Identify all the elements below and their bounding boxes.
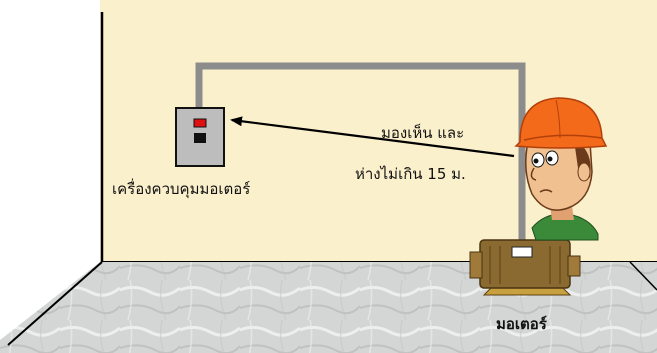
- worker-mouth: [539, 189, 553, 193]
- indicator-light: [193, 118, 207, 128]
- motor: [469, 239, 581, 296]
- worker-ear: [577, 162, 591, 182]
- floor-edge-line: [7, 261, 103, 346]
- visibility-label-line1: มองเห็น และ: [381, 124, 465, 142]
- controller-label: เครื่องควบคุมมอเตอร์: [112, 180, 251, 198]
- junction-box: [511, 246, 533, 258]
- worker-nose: [530, 167, 537, 181]
- visibility-label-line2: ห่างไม่เกิน 15 ม.: [355, 165, 466, 183]
- line-of-sight-arrow: [230, 116, 515, 158]
- motor-label: มอเตอร์: [496, 315, 547, 333]
- conduit: [195, 62, 526, 252]
- controller-box: [175, 107, 225, 167]
- worker: [514, 97, 608, 241]
- floor-right-edge: [629, 261, 657, 291]
- control-button: [194, 133, 206, 143]
